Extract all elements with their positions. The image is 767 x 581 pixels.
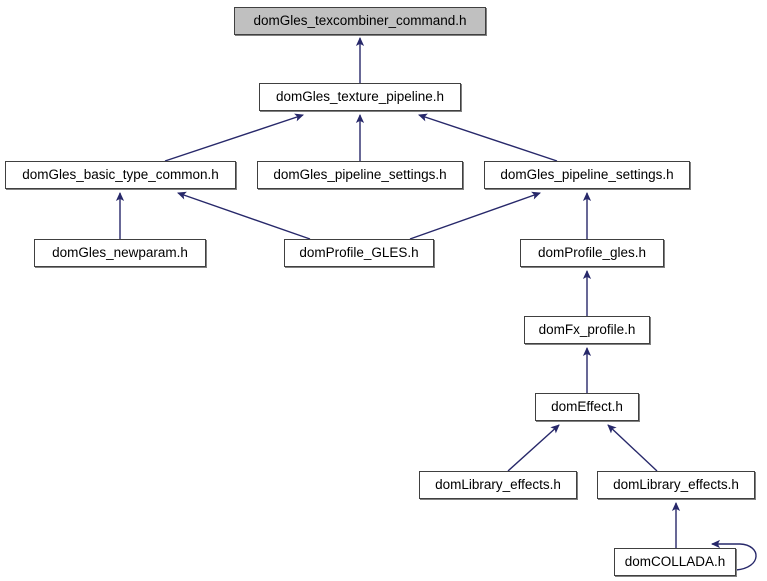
node-label: domGles_basic_type_common.h [22, 167, 219, 182]
node-label: domFx_profile.h [538, 322, 636, 337]
node-domcollada[interactable]: domCOLLADA.h [614, 548, 736, 576]
node-domlibrary-effects-right[interactable]: domLibrary_effects.h [597, 471, 755, 499]
node-label: domGles_pipeline_settings.h [273, 167, 447, 182]
node-domlibrary-effects-left[interactable]: domLibrary_effects.h [419, 471, 577, 499]
edge-library-effects-left-to-effect [507, 424, 560, 472]
node-label: domGles_newparam.h [52, 245, 188, 260]
node-label: domProfile_gles.h [537, 245, 647, 260]
node-label: domCOLLADA.h [624, 554, 726, 569]
edge-pipeline-settings-right-to-texture-pipeline [418, 113, 558, 162]
node-label: domGles_pipeline_settings.h [500, 167, 674, 182]
node-label: domLibrary_effects.h [435, 477, 561, 492]
node-label: domGles_texture_pipeline.h [275, 89, 445, 104]
edge-basic-type-common-to-texture-pipeline [164, 113, 304, 162]
node-label: domGles_texcombiner_command.h [253, 13, 467, 28]
edge-library-effects-right-to-effect [607, 424, 658, 472]
node-domgles-basic-type-common[interactable]: domGles_basic_type_common.h [5, 161, 236, 189]
node-label: domLibrary_effects.h [613, 477, 739, 492]
edge-profile-gles-upper-to-pipeline-settings-right [409, 191, 541, 240]
node-domgles-pipeline-settings-middle[interactable]: domGles_pipeline_settings.h [257, 161, 463, 189]
node-domeffect[interactable]: domEffect.h [535, 393, 639, 421]
node-domprofile-gles-upper[interactable]: domProfile_GLES.h [284, 239, 434, 267]
node-domgles-texcombiner-command[interactable]: domGles_texcombiner_command.h [234, 7, 486, 35]
node-domgles-pipeline-settings-right[interactable]: domGles_pipeline_settings.h [484, 161, 690, 189]
node-label: domProfile_GLES.h [299, 245, 419, 260]
node-domfx-profile[interactable]: domFx_profile.h [524, 316, 650, 344]
edge-profile-gles-upper-to-basic-type-common [177, 191, 311, 240]
node-label: domEffect.h [551, 399, 623, 414]
node-domgles-texture-pipeline[interactable]: domGles_texture_pipeline.h [259, 83, 461, 111]
node-domprofile-gles-lower[interactable]: domProfile_gles.h [520, 239, 664, 267]
node-domgles-newparam[interactable]: domGles_newparam.h [34, 239, 206, 267]
